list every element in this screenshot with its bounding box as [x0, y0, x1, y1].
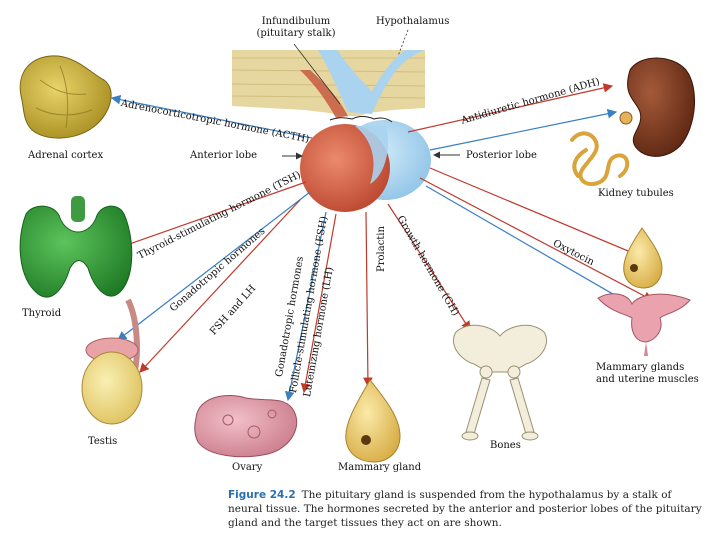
arrow-acth [110, 94, 313, 139]
pituitary-stalk-text: (pituitary stalk) [256, 28, 336, 39]
thyroid-image [19, 196, 133, 298]
mammary-gland-right-image [623, 227, 663, 289]
hypothalamus-label: Hypothalamus [376, 16, 450, 27]
arrow-fsh-lh-ovary [300, 213, 337, 394]
posterior-lobe-label: Posterior lobe [466, 150, 537, 161]
arrow-oxytocin-mammary [429, 167, 642, 258]
pituitary-gland [300, 120, 431, 212]
arrow-adh [407, 83, 614, 133]
hypothalamus-tissue [231, 50, 426, 118]
arrow-gonadotropic-ovary [284, 211, 327, 402]
bones-label: Bones [490, 440, 521, 451]
mammary-uterine-label-line2: and uterine muscles [596, 374, 699, 385]
arrow-adh-blue [429, 108, 618, 151]
infundibulum-text: Infundibulum [261, 16, 331, 27]
arrow-gh [387, 203, 471, 332]
testis-image [81, 298, 143, 425]
arrow-oxytocin-blue [425, 185, 646, 313]
figure-number: Figure 24.2 [228, 489, 296, 501]
mammary-gland-label: Mammary gland [338, 462, 422, 473]
thyroid-label: Thyroid [22, 308, 62, 319]
uterus-image [597, 293, 691, 356]
adrenal-cortex-label: Adrenal cortex [28, 150, 104, 161]
infundibulum-label: Infundibulum (pituitary stalk) [240, 16, 352, 40]
ovary-label: Ovary [232, 462, 263, 473]
anterior-lobe-shape [300, 124, 390, 212]
hormone-prolactin-label: Prolactin [376, 226, 387, 272]
mammary-gland-image [345, 379, 401, 463]
arrow-tsh [116, 181, 307, 250]
kidney-tubules-label: Kidney tubules [598, 188, 674, 199]
arrow-oxytocin-red [419, 177, 654, 301]
ovary-image [194, 395, 298, 458]
caption-text: The pituitary gland is suspended from th… [228, 489, 702, 529]
arrow-prolactin [363, 211, 373, 388]
testis-label: Testis [88, 436, 118, 447]
hormone-arrows [110, 83, 654, 402]
anterior-lobe-label: Anterior lobe [190, 150, 258, 161]
arrow-fsh-lh-testis [139, 199, 301, 373]
mammary-uterine-label-line1: Mammary glands [596, 362, 685, 373]
arrow-gonadotropic-testis [117, 191, 311, 341]
bones-image [452, 324, 548, 441]
adrenal-cortex-image [19, 55, 112, 139]
kidney-image [570, 57, 696, 187]
